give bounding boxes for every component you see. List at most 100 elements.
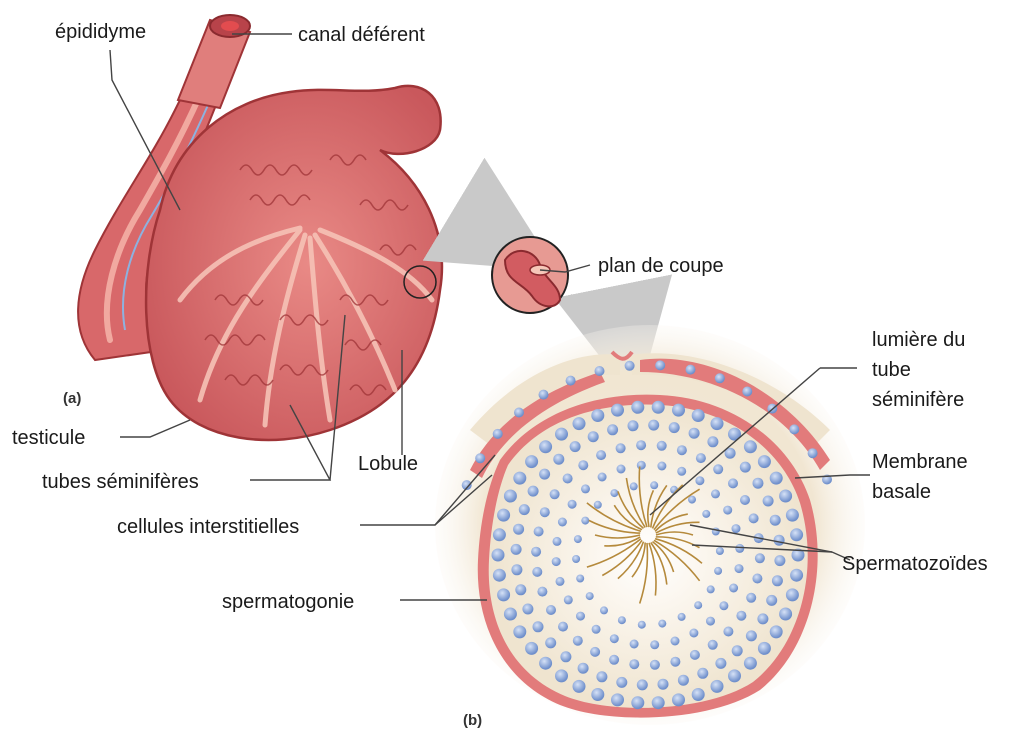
nucleus [658,679,669,690]
nucleus [692,409,705,422]
nucleus [719,601,728,610]
nucleus [715,658,726,669]
nucleus [742,387,752,397]
nucleus [652,696,665,709]
nucleus [650,640,659,649]
nucleus [475,453,485,463]
nucleus [576,612,585,621]
nucleus [786,588,799,601]
nucleus [611,404,624,417]
nucleus [581,484,590,493]
label-canal-deferent: canal déférent [298,24,425,46]
nucleus [528,486,539,497]
nucleus [740,495,750,505]
nucleus [735,564,744,573]
nucleus [695,476,704,485]
nucleus [678,613,686,621]
nucleus [598,473,607,482]
nucleus [755,553,765,563]
nucleus [757,613,768,624]
arrow-zoom-1 [440,231,505,250]
label-membrane-line2: basale [872,481,931,503]
nucleus [515,584,526,595]
nucleus [690,650,700,660]
nucleus [677,445,687,455]
nucleus [537,587,547,597]
nucleus [558,622,568,632]
nucleus [694,601,702,609]
nucleus [618,616,626,624]
nucleus [711,489,720,498]
nucleus [766,595,777,606]
nucleus [513,472,526,485]
nucleus [533,621,544,632]
nucleus [736,611,746,621]
testis-illustration [78,15,442,440]
nucleus [555,669,568,682]
nucleus [770,472,783,485]
nucleus [553,454,564,465]
nucleus [655,360,665,370]
nucleus [625,361,635,371]
nucleus [686,365,696,375]
nucleus [513,524,524,535]
nucleus [744,657,757,670]
nucleus [774,555,785,566]
nucleus [638,621,646,629]
nucleus [713,464,723,474]
nucleus [545,637,556,648]
zoom-circle [492,237,568,313]
nucleus [539,390,549,400]
nucleus [758,642,771,655]
nucleus [716,547,724,555]
nucleus [576,575,584,583]
nucleus [539,657,552,670]
nucleus [729,584,738,593]
nucleus [511,564,522,575]
nucleus [728,669,741,682]
nucleus [540,507,550,517]
nucleus [692,688,705,701]
nucleus [772,575,783,586]
nucleus [596,671,607,682]
nucleus [572,555,580,563]
nucleus [786,509,799,522]
nucleus [522,604,533,615]
label-epididyme: épididyme [55,21,146,43]
nucleus [578,460,588,470]
nucleus [591,688,604,701]
nucleus [774,535,785,546]
label-lobule: Lobule [358,453,418,475]
nucleus [708,640,718,650]
nucleus [707,436,718,447]
nucleus [636,440,646,450]
nucleus [607,424,618,435]
nucleus [616,677,627,688]
nucleus [519,504,530,515]
nucleus [493,429,503,439]
nucleus [553,537,562,546]
nucleus [564,595,573,604]
nucleus [629,659,639,669]
nucleus [610,634,619,643]
nucleus [637,679,648,690]
nucleus [670,657,680,667]
nucleus [539,440,552,453]
nucleus [556,577,565,586]
nucleus [617,465,626,474]
nucleus [702,510,710,518]
nucleus [714,567,722,575]
nucleus [563,474,573,484]
nucleus [504,490,517,503]
nucleus [728,478,738,488]
nucleus [808,448,818,458]
nucleus [566,376,576,386]
nucleus [570,441,581,452]
nucleus [758,455,771,468]
label-plan-de-coupe: plan de coupe [598,255,724,277]
nucleus [596,450,606,460]
nucleus [779,490,792,503]
nucleus [631,401,644,414]
nucleus [600,606,608,614]
nucleus [657,441,667,451]
